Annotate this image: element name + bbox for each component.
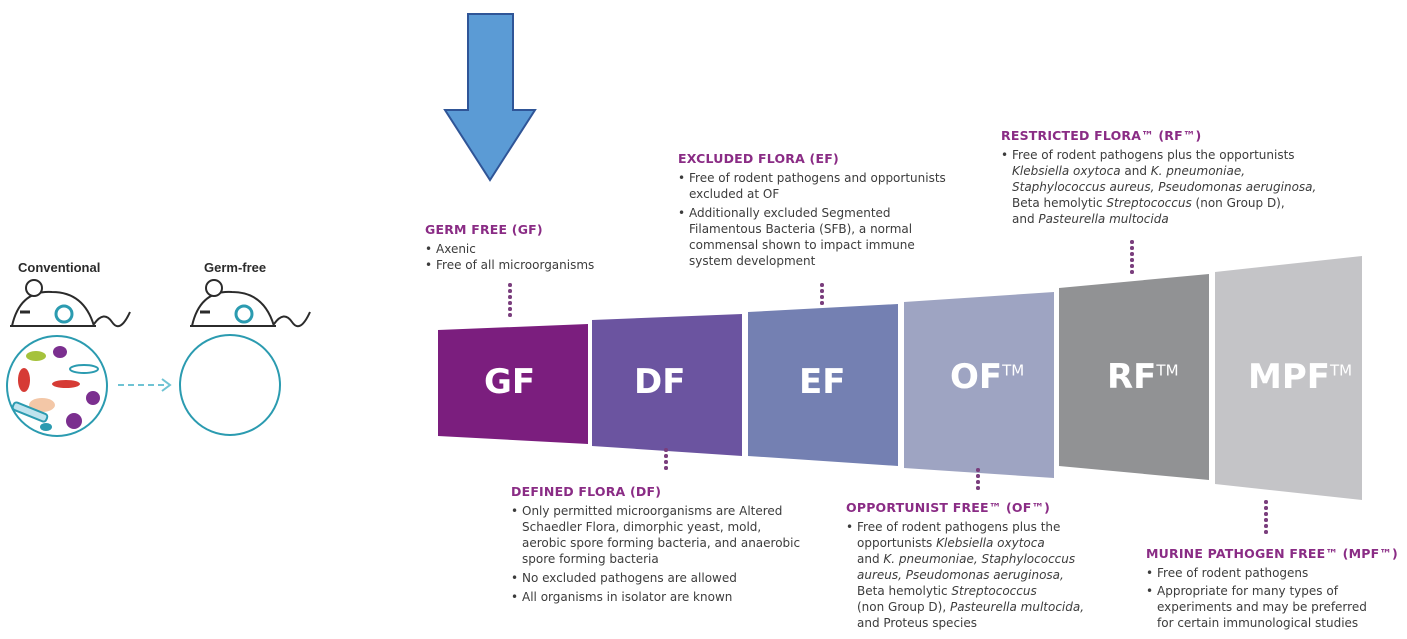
germfree-mouse-icon [190, 279, 311, 328]
opportunist-free-section: OPPORTUNIST FREE™ (OF™) Free of rodent p… [846, 500, 1096, 631]
murine-pathogen-free-section: MURINE PATHOGEN FREE™ (MPF™) Free of rod… [1146, 546, 1401, 631]
connector-rf [1130, 240, 1134, 277]
block-label-df: DF [634, 362, 686, 402]
excluded-flora-bullet: Additionally excluded Segmented Filament… [678, 205, 948, 269]
block-label-ef: EF [799, 362, 846, 402]
block-rf [1059, 274, 1209, 480]
murine-pathogen-free-bullet: Appropriate for many types of experiment… [1146, 583, 1386, 631]
germ-free-bullet: Axenic [425, 241, 645, 257]
connector-gf [508, 283, 512, 320]
block-of [904, 292, 1054, 478]
defined-flora-heading: DEFINED FLORA (DF) [511, 484, 662, 499]
flora-status-blocks [438, 256, 1362, 500]
block-label-of: OFTM [950, 357, 1025, 397]
block-ef [748, 304, 898, 466]
germ-free-section: GERM FREE (GF) Axenic Free of all microo… [425, 222, 645, 273]
defined-flora-bullet: No excluded pathogens are allowed [511, 570, 801, 586]
block-mpf [1215, 256, 1362, 500]
block-label-rf: RFTM [1107, 357, 1179, 397]
excluded-flora-section: EXCLUDED FLORA (EF) Free of rodent patho… [678, 151, 968, 272]
opportunist-free-heading: OPPORTUNIST FREE™ (OF™) [846, 500, 1051, 515]
conventional-mouse-icon [10, 279, 131, 328]
germ-free-bullet: Free of all microorganisms [425, 257, 645, 273]
excluded-flora-heading: EXCLUDED FLORA (EF) [678, 151, 839, 166]
germfree-empty-gut-icon [179, 334, 281, 436]
murine-pathogen-free-bullet: Free of rodent pathogens [1146, 565, 1386, 581]
conventional-vs-germfree-illustration: Conventional Germ-free [0, 240, 312, 450]
defined-flora-section: DEFINED FLORA (DF) Only permitted microo… [511, 484, 811, 608]
connector-mpf [1264, 500, 1268, 537]
defined-flora-bullet: All organisms in isolator are known [511, 589, 801, 605]
block-label-mpf: MPFTM [1248, 357, 1353, 397]
block-label-gf: GF [484, 362, 536, 402]
transition-arrow-icon [118, 378, 172, 392]
excluded-flora-bullet: Free of rodent pathogens and opportunist… [678, 170, 948, 202]
conventional-label: Conventional [18, 260, 101, 275]
germ-free-heading: GERM FREE (GF) [425, 222, 543, 237]
restricted-flora-heading: RESTRICTED FLORA™ (RF™) [1001, 128, 1202, 143]
defined-flora-bullet: Only permitted microorganisms are Altere… [511, 503, 801, 567]
connector-ef [820, 283, 824, 307]
restricted-flora-section: RESTRICTED FLORA™ (RF™) Free of rodent p… [1001, 128, 1371, 230]
mouse-illustration-graphic [6, 279, 311, 437]
opportunist-free-bullet: Free of rodent pathogens plus the opport… [846, 519, 1096, 631]
down-arrow-icon [443, 13, 537, 182]
restricted-flora-bullet: Free of rodent pathogens plus the opport… [1001, 147, 1371, 227]
connector-of [976, 468, 980, 492]
block-gf [438, 324, 588, 444]
connector-df [664, 448, 668, 472]
conventional-microbiota-icon [6, 335, 108, 437]
murine-pathogen-free-heading: MURINE PATHOGEN FREE™ (MPF™) [1146, 546, 1398, 561]
germfree-label: Germ-free [204, 260, 267, 275]
block-df [592, 314, 742, 456]
